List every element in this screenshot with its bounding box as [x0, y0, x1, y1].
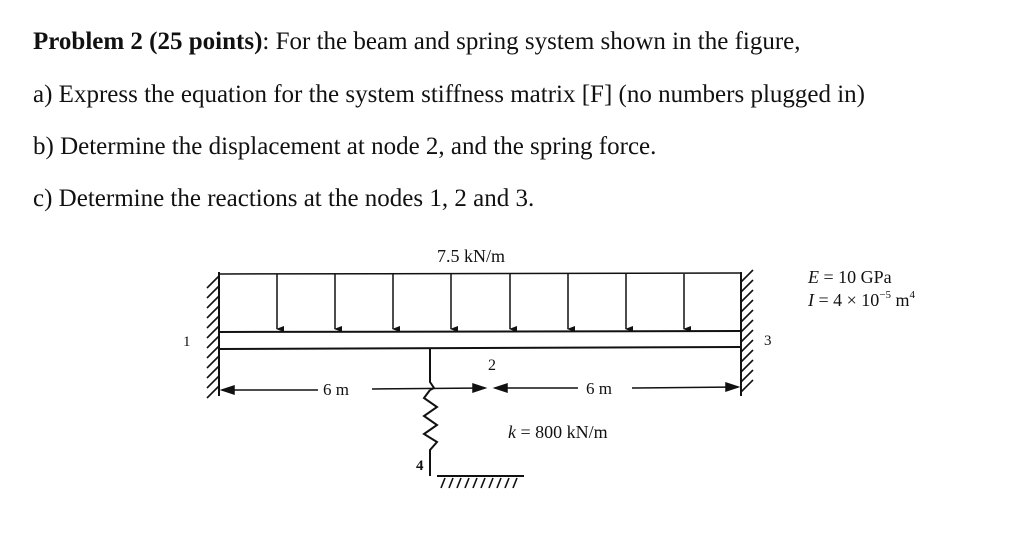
part-c: c) Determine the reactions at the nodes … [33, 184, 534, 214]
span-left-label: 6 m [323, 380, 349, 399]
ground-support [437, 475, 524, 489]
part-b-label: b) [33, 133, 54, 160]
fixed-support-left [206, 272, 220, 399]
problem-title: Problem 2 (25 points) [33, 28, 263, 55]
dimension-lines [219, 381, 741, 396]
node-4-label: 4 [416, 458, 424, 474]
part-b-text: Determine the displacement at node 2, an… [60, 133, 657, 160]
problem-heading: Problem 2 (25 points): For the beam and … [33, 27, 801, 57]
moment-of-inertia-label: I = 4 × 10−5 m4 [807, 289, 916, 310]
problem-intro: : For the beam and spring system shown i… [262, 28, 801, 55]
node-2-label: 2 [488, 357, 496, 374]
elastic-modulus-label: E = 10 GPa [807, 267, 892, 287]
load-label: 7.5 kN/m [437, 246, 505, 266]
node-3-label: 3 [764, 333, 772, 349]
part-a: a) Express the equation for the system s… [33, 80, 865, 110]
part-c-label: c) [33, 185, 53, 212]
part-b: b) Determine the displacement at node 2,… [33, 132, 656, 162]
distributed-load [218, 272, 742, 332]
node-1-label: 1 [183, 334, 191, 350]
fixed-support-right [740, 269, 754, 396]
part-c-text: Determine the reactions at the nodes 1, … [58, 185, 535, 212]
part-a-text: Express the equation for the system stif… [58, 81, 866, 108]
spring [422, 349, 439, 476]
spring-stiffness-label: k = 800 kN/m [508, 422, 608, 442]
span-right-label: 6 m [586, 379, 612, 398]
beam [218, 330, 742, 350]
part-a-label: a) [33, 81, 53, 108]
